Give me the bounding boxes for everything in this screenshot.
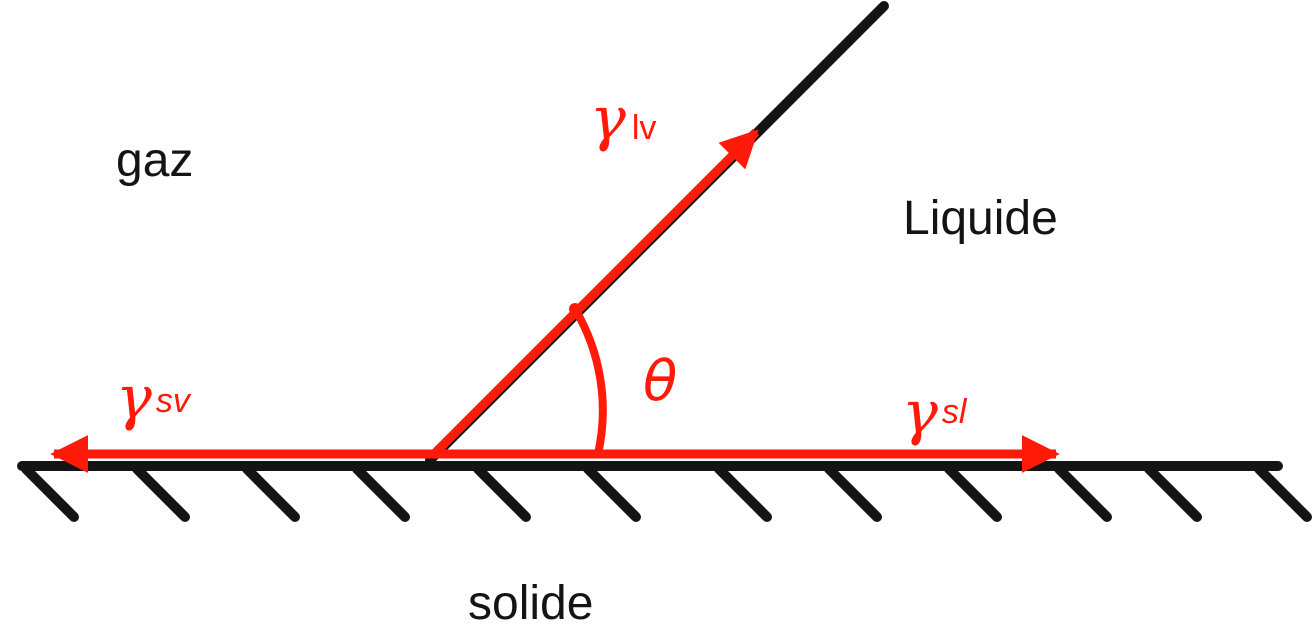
hatch-mark xyxy=(21,464,79,522)
gas-label: gaz xyxy=(116,134,193,187)
surface-hatching xyxy=(21,464,1312,522)
hatch-mark xyxy=(1254,464,1312,522)
solid-surface xyxy=(17,461,1312,522)
gamma-lv-subscript: lv xyxy=(632,109,657,147)
liquid-label: Liquide xyxy=(903,192,1058,245)
hatch-mark xyxy=(473,464,531,522)
hatch-mark xyxy=(944,464,1002,522)
tension-arrows xyxy=(50,128,1060,473)
hatch-mark xyxy=(242,464,300,522)
hatch-mark xyxy=(132,464,190,522)
hatch-mark xyxy=(714,464,772,522)
hatch-mark xyxy=(583,464,641,522)
hatch-mark xyxy=(1144,464,1202,522)
arc-end-dot xyxy=(569,303,581,315)
gamma-lv-arrow xyxy=(428,128,760,460)
gamma-sl-subscript: sl xyxy=(942,393,968,431)
gamma-sv-subscript: sv xyxy=(156,382,192,420)
theta-label: θ xyxy=(643,349,677,414)
solid-label: solide xyxy=(468,577,593,624)
angle-arc xyxy=(571,306,607,455)
gamma-sv-symbol: γ xyxy=(116,363,152,433)
hatch-mark xyxy=(1054,464,1112,522)
gamma-sl-symbol: γ xyxy=(902,378,938,448)
gamma-lv-symbol: γ xyxy=(590,84,626,154)
hatch-mark xyxy=(352,464,410,522)
hatch-mark xyxy=(824,464,882,522)
